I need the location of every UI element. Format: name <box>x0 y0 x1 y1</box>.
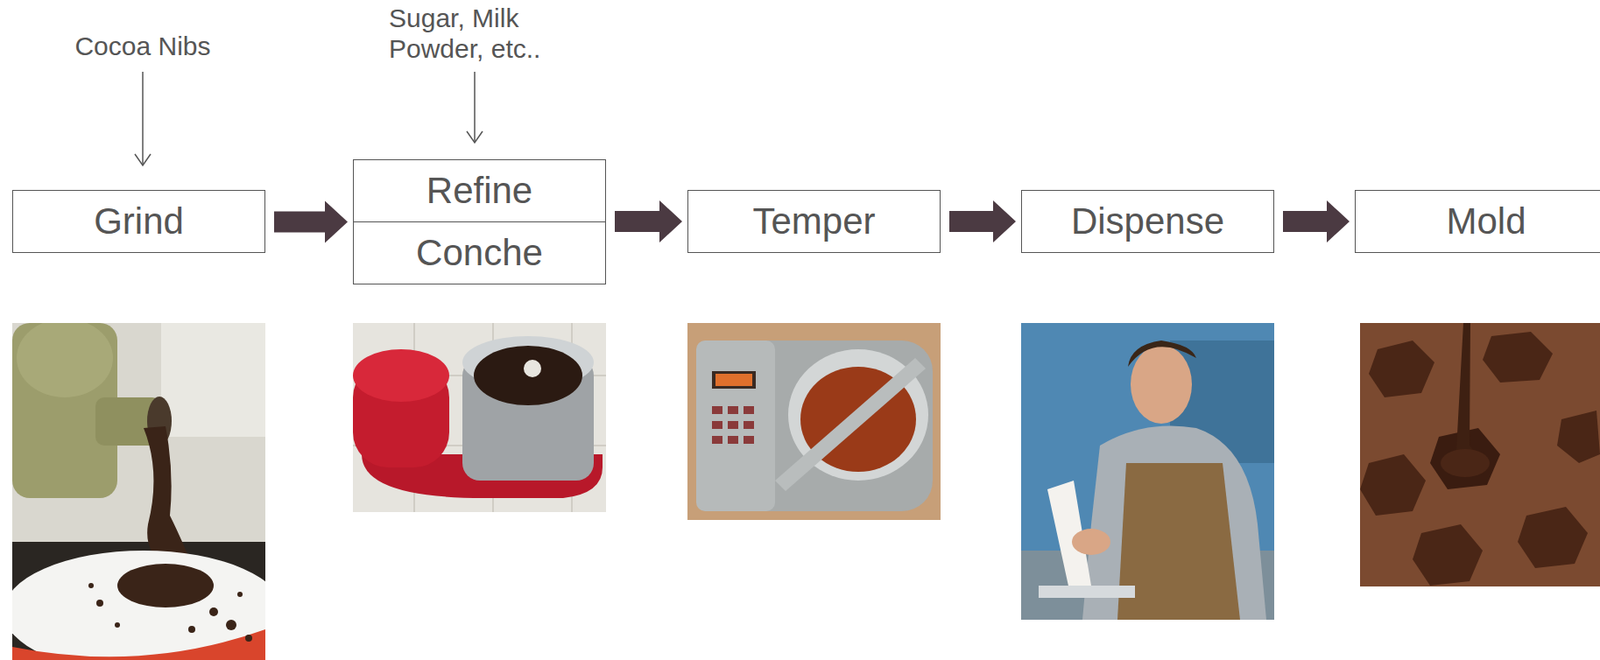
step-name: Mold <box>1445 201 1526 242</box>
flow-arrow <box>949 200 1016 243</box>
flow-arrow <box>1282 200 1350 243</box>
step-name: Refine <box>426 170 533 212</box>
flow-arrow <box>614 200 683 243</box>
step-name: Conche <box>415 232 543 274</box>
step-name: Temper <box>752 201 875 242</box>
melanger-photo <box>352 323 607 513</box>
tempering-machine-photo <box>687 323 941 521</box>
input-arrow <box>134 71 483 166</box>
grinder-photo <box>3 318 284 660</box>
step-name: Dispense <box>1071 201 1225 242</box>
step-name: Grind <box>93 201 184 242</box>
process-box: Temper <box>687 190 941 254</box>
input-label: Cocoa Nibs <box>74 31 211 63</box>
process-box: Grind <box>12 190 266 254</box>
process-box: Refine <box>352 159 607 223</box>
process-box: Mold <box>1354 190 1600 254</box>
dispensing-photo <box>1021 323 1275 621</box>
input-label: Sugar, Milk Powder, etc.. <box>388 3 573 64</box>
process-box: Dispense <box>1021 190 1275 254</box>
mold-photo <box>1360 323 1600 587</box>
process-box: Conche <box>352 221 607 285</box>
flow-arrow <box>274 201 348 244</box>
